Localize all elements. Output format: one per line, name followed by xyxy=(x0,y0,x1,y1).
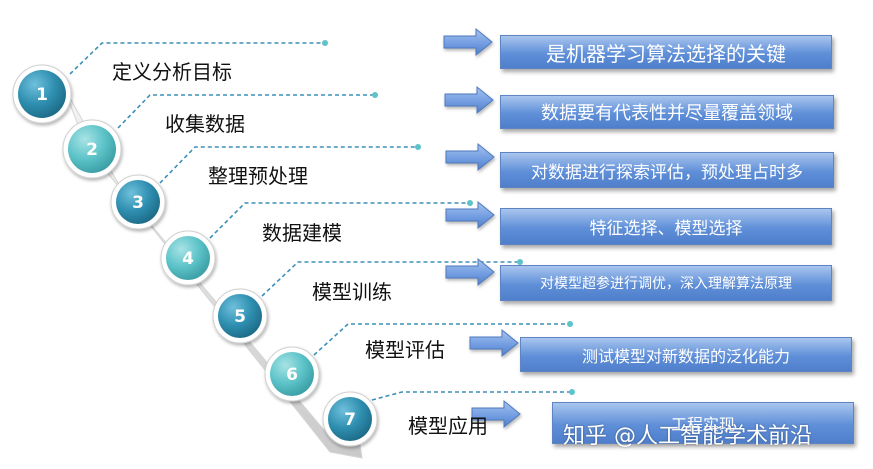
connector-line-3 xyxy=(159,146,418,184)
step-circle-2 xyxy=(68,125,116,173)
connector-line-2 xyxy=(117,94,375,129)
step-arrow-icon-4 xyxy=(445,200,495,230)
step-label-7: 模型应用 xyxy=(408,414,488,438)
step-number-1: 1 xyxy=(36,85,48,105)
step-arrow-icon-5 xyxy=(445,257,495,287)
connector-dot-3 xyxy=(415,144,421,150)
step-number-4: 4 xyxy=(182,249,194,269)
step-number-7: 7 xyxy=(344,410,356,430)
connector-dot-5 xyxy=(517,259,523,265)
step-description-box-1: 是机器学习算法选择的关键 xyxy=(500,35,832,69)
step-label-3: 整理预处理 xyxy=(208,164,308,188)
step-description-box-2: 数据要有代表性并尽量覆盖领域 xyxy=(500,95,834,129)
connector-line-5 xyxy=(261,261,520,297)
step-label-4: 数据建模 xyxy=(262,221,342,245)
step-circle-3 xyxy=(116,180,160,224)
step-arrow-icon-2 xyxy=(444,85,494,115)
step-circle-4 xyxy=(166,236,210,280)
step-description-box-3: 对数据进行探索评估，预处理占时多 xyxy=(500,152,834,188)
connector-dot-7 xyxy=(569,389,575,395)
step-number-5: 5 xyxy=(234,307,246,327)
step-number-3: 3 xyxy=(132,193,144,213)
step-description-box-5: 对模型超参进行调优，深入理解算法原理 xyxy=(500,265,832,301)
step-label-6: 模型评估 xyxy=(365,338,445,362)
step-label-2: 收集数据 xyxy=(165,112,245,136)
step-description-box-4: 特征选择、模型选择 xyxy=(500,208,832,245)
step-description-box-6: 测试模型对新数据的泛化能力 xyxy=(520,337,852,372)
step-arrow-icon-3 xyxy=(445,142,495,172)
step-description-box-7: 工程实现 xyxy=(552,402,854,444)
step-circle-7 xyxy=(328,397,372,441)
step-arrow-icon-1 xyxy=(443,27,493,57)
connector-line-4 xyxy=(209,202,470,239)
watermark: 知乎 @人工智能学术前沿 xyxy=(563,424,812,449)
step-circle-5 xyxy=(218,294,262,338)
step-label-5: 模型训练 xyxy=(312,280,392,304)
connector-dot-6 xyxy=(567,321,573,327)
step-number-6: 6 xyxy=(286,365,298,385)
step-circle-1 xyxy=(18,70,66,118)
connector-dot-2 xyxy=(372,92,378,98)
connector-line-6 xyxy=(313,323,570,356)
step-arrow-icon-7 xyxy=(471,399,521,429)
step-circle-6 xyxy=(270,352,314,396)
step-number-2: 2 xyxy=(86,140,98,160)
connector-line-7 xyxy=(371,391,572,401)
step-label-1: 定义分析目标 xyxy=(112,60,232,84)
connector-line-1 xyxy=(69,42,325,75)
connector-dot-4 xyxy=(467,200,473,206)
connector-dot-1 xyxy=(322,40,328,46)
step-arrow-icon-6 xyxy=(469,328,519,358)
